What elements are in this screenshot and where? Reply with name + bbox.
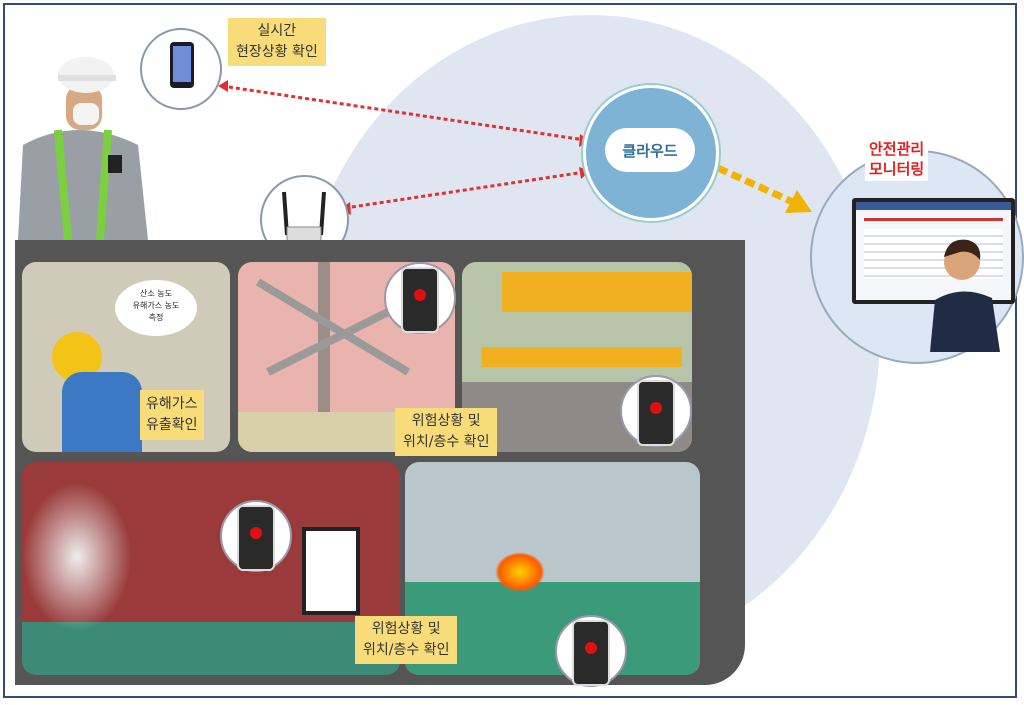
sensor-circle xyxy=(384,262,456,334)
cloud-monitor-arrow xyxy=(716,164,797,207)
sensor-device-icon xyxy=(237,505,275,571)
bubble-line-2: 유해가스 농도 xyxy=(132,301,180,310)
sensor-device-icon xyxy=(637,380,675,446)
danger-1-line-2: 위치/층수 확인 xyxy=(403,434,490,450)
cloud-label: 클라우드 xyxy=(622,141,678,160)
monitoring-line-2: 모니터링 xyxy=(869,160,925,178)
sensor-device-icon xyxy=(572,620,610,686)
gas-leak-line-2: 유출확인 xyxy=(146,417,198,433)
monitoring-title: 안전관리 모니터링 xyxy=(865,137,929,181)
danger-2-line-1: 위험상황 및 xyxy=(371,621,441,637)
realtime-line-2: 현장상황 확인 xyxy=(236,44,318,60)
sensor-circle xyxy=(555,615,627,687)
smartphone-circle xyxy=(140,28,222,110)
gas-leak-label: 유해가스 유출확인 xyxy=(140,390,204,440)
danger-label-1: 위험상황 및 위치/층수 확인 xyxy=(395,408,498,456)
panel-welding xyxy=(22,462,400,675)
bubble-line-3: 측정 xyxy=(148,313,164,322)
sensor-device-icon xyxy=(401,267,439,333)
bubble-line-1: 산소 농도 xyxy=(140,289,172,298)
danger-1-line-1: 위험상황 및 xyxy=(411,413,481,429)
sensor-circle xyxy=(220,500,292,572)
cloud-icon: 클라우드 xyxy=(605,110,695,172)
router-cloud-link xyxy=(344,170,586,210)
smartphone-icon xyxy=(170,42,194,88)
sensor-circle xyxy=(620,375,692,447)
realtime-label: 실시간 현장상황 확인 xyxy=(228,18,326,66)
diagram-frame xyxy=(3,3,1017,698)
realtime-line-1: 실시간 xyxy=(257,23,297,39)
panel-formwork xyxy=(462,262,692,452)
gas-leak-line-1: 유해가스 xyxy=(146,396,198,412)
worker-illustration xyxy=(18,57,148,240)
danger-label-2: 위험상황 및 위치/층수 확인 xyxy=(355,616,458,664)
phone-cloud-link xyxy=(221,84,586,142)
danger-2-line-2: 위치/층수 확인 xyxy=(363,642,450,658)
monitoring-line-1: 안전관리 xyxy=(869,140,925,158)
operator-icon xyxy=(930,239,1000,352)
gas-measure-bubble: 산소 농도 유해가스 농도 측정 xyxy=(115,280,197,336)
